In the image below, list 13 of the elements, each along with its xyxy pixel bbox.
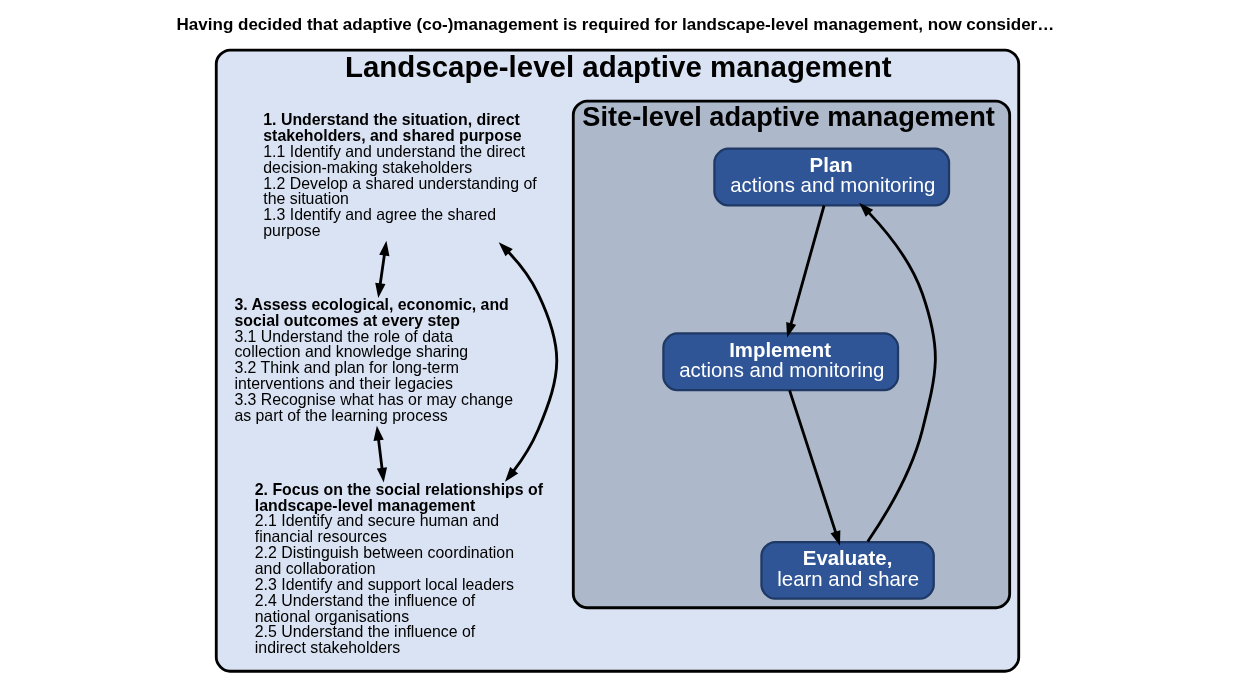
arrow [373, 425, 387, 483]
node-text: 2. Focus on the social relationships of landscape-level management 2.1 Identify and secure human and financial resources 2.2 Distinguish between coordination and collaboration 2.3 Identify and support local leaders 2.4 Understand the influence of national organisations 2.5 Understand the influence of indirect stakeholders [254, 480, 543, 657]
node-text: 3. Assess ecological, economic, and social outcomes at every step 3.1 Understand the role of data collection and knowledge sharing 3.2 Think and plan for long-term interventions and their legacies 3.3 Recognise what has or may change as part of the learning process [233, 295, 513, 424]
diagram-title: Having decided that adaptive (co-)management is required for landscape-level management, now consider… [176, 14, 1054, 34]
arrow [374, 240, 389, 298]
node-box: Implement actions and monitoring [661, 332, 899, 392]
arrow [858, 202, 937, 543]
arrow [498, 242, 558, 482]
arrow [787, 389, 840, 546]
node-box: Plan actions and monitoring [712, 147, 950, 207]
node-text: 1. Understand the situation, direct stakeholders, and shared purpose 1.1 Identify and understand the direct decision-making stakeholders 1.2 Develop a shared understanding of the situation 1.3 Identify and agree the shared purpose [262, 111, 537, 240]
node-box: Evaluate, learn and share [759, 540, 935, 600]
arrow [785, 205, 825, 338]
